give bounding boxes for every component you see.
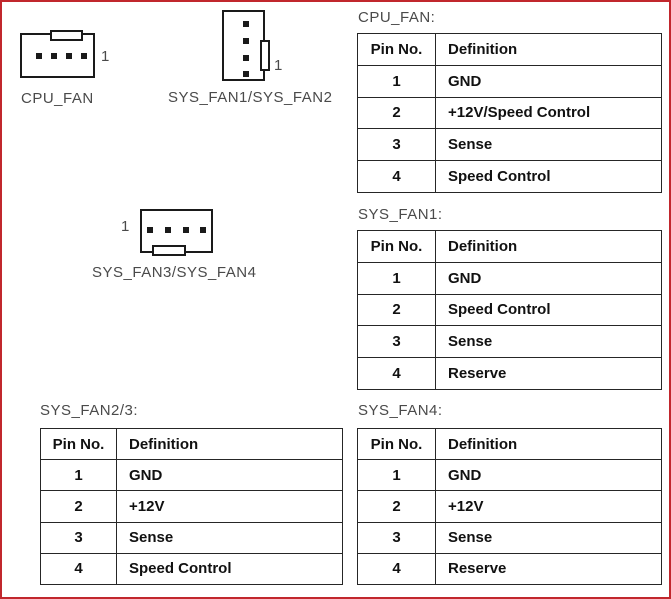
pin-number: 1 [40, 459, 117, 492]
pin-square [200, 227, 206, 233]
connector-label: CPU_FAN [21, 90, 94, 107]
pin-number: 3 [357, 521, 436, 554]
pin-number: 1 [357, 459, 436, 492]
pin-definition: GND [116, 459, 343, 492]
pin-square [243, 71, 249, 77]
column-header-definition: Definition [435, 33, 662, 66]
table-row: 2 +12V/Speed Control [357, 96, 662, 130]
table-row: 1 GND [357, 64, 662, 98]
sys-fan2-3-table: Pin No. Definition 1 GND 2 +12V 3 Sense … [40, 427, 343, 586]
table-header-row: Pin No. Definition [357, 33, 662, 66]
table-row: 2 +12V [357, 490, 662, 523]
sys-fan1-table: Pin No. Definition 1 GND 2 Speed Control… [357, 230, 662, 390]
pin-square [36, 53, 42, 59]
pin-number: 2 [357, 96, 436, 130]
pin-number: 1 [357, 261, 436, 295]
pin1-marker: 1 [121, 218, 130, 235]
table-row: 2 +12V [40, 490, 343, 523]
connector-label: SYS_FAN1/SYS_FAN2 [168, 89, 333, 106]
cpu-fan-table-title: CPU_FAN: [358, 9, 436, 26]
pin-square [165, 227, 171, 233]
pin1-marker: 1 [101, 48, 110, 65]
keying-notch [152, 245, 186, 256]
table-row: 3 Sense [357, 521, 662, 554]
pin1-marker: 1 [274, 57, 283, 74]
column-header-definition: Definition [435, 230, 662, 263]
column-header-pin: Pin No. [357, 33, 436, 66]
table-row: 4 Speed Control [357, 160, 662, 193]
cpu-fan-table: Pin No. Definition 1 GND 2 +12V/Speed Co… [357, 33, 662, 193]
pin-definition: Reserve [435, 357, 662, 390]
pin-definition: GND [435, 64, 662, 98]
pin-number: 3 [357, 128, 436, 162]
pin-number: 1 [357, 64, 436, 98]
keying-notch [260, 40, 270, 71]
table-header-row: Pin No. Definition [357, 230, 662, 263]
pin-definition: Speed Control [435, 293, 662, 327]
connector-label: SYS_FAN3/SYS_FAN4 [92, 264, 257, 281]
pin-definition: GND [435, 261, 662, 295]
pin-definition: Sense [435, 128, 662, 162]
sys-fan4-table-title: SYS_FAN4: [358, 402, 443, 419]
pin-number: 2 [357, 490, 436, 523]
sys-fan1-table-title: SYS_FAN1: [358, 206, 443, 223]
pin-square [243, 21, 249, 27]
pin-number: 4 [357, 357, 436, 390]
pin-square [147, 227, 153, 233]
pin-definition: +12V [435, 490, 662, 523]
pin-number: 4 [357, 160, 436, 193]
table-row: 3 Sense [357, 325, 662, 359]
table-row: 1 GND [40, 459, 343, 492]
pin-square [183, 227, 189, 233]
pin-square [243, 55, 249, 61]
pin-number: 3 [40, 521, 117, 554]
table-row: 4 Reserve [357, 357, 662, 390]
pin-number: 4 [40, 552, 117, 586]
table-row: 3 Sense [40, 521, 343, 554]
pin-definition: Reserve [435, 552, 662, 586]
pin-definition: +12V [116, 490, 343, 523]
sys-fan4-table: Pin No. Definition 1 GND 2 +12V 3 Sense … [357, 427, 662, 586]
sys-fan2-3-table-title: SYS_FAN2/3: [40, 402, 139, 419]
pin-square [51, 53, 57, 59]
column-header-definition: Definition [116, 427, 343, 461]
pin-square [81, 53, 87, 59]
column-header-pin: Pin No. [357, 230, 436, 263]
pin-definition: Speed Control [116, 552, 343, 586]
keying-notch [50, 30, 83, 41]
pin-square [243, 38, 249, 44]
pin-definition: Sense [116, 521, 343, 554]
table-header-row: Pin No. Definition [40, 427, 343, 461]
column-header-pin: Pin No. [40, 427, 117, 461]
pin-number: 2 [357, 293, 436, 327]
pin-definition: +12V/Speed Control [435, 96, 662, 130]
table-row: 2 Speed Control [357, 293, 662, 327]
pin-definition: Sense [435, 325, 662, 359]
pin-number: 2 [40, 490, 117, 523]
pin-number: 4 [357, 552, 436, 586]
pin-definition: Speed Control [435, 160, 662, 193]
column-header-definition: Definition [435, 427, 662, 461]
table-row: 1 GND [357, 459, 662, 492]
pin-square [66, 53, 72, 59]
table-row: 3 Sense [357, 128, 662, 162]
pin-number: 3 [357, 325, 436, 359]
table-row: 4 Speed Control [40, 552, 343, 586]
table-row: 4 Reserve [357, 552, 662, 586]
column-header-pin: Pin No. [357, 427, 436, 461]
table-header-row: Pin No. Definition [357, 427, 662, 461]
pin-definition: GND [435, 459, 662, 492]
table-row: 1 GND [357, 261, 662, 295]
pin-definition: Sense [435, 521, 662, 554]
